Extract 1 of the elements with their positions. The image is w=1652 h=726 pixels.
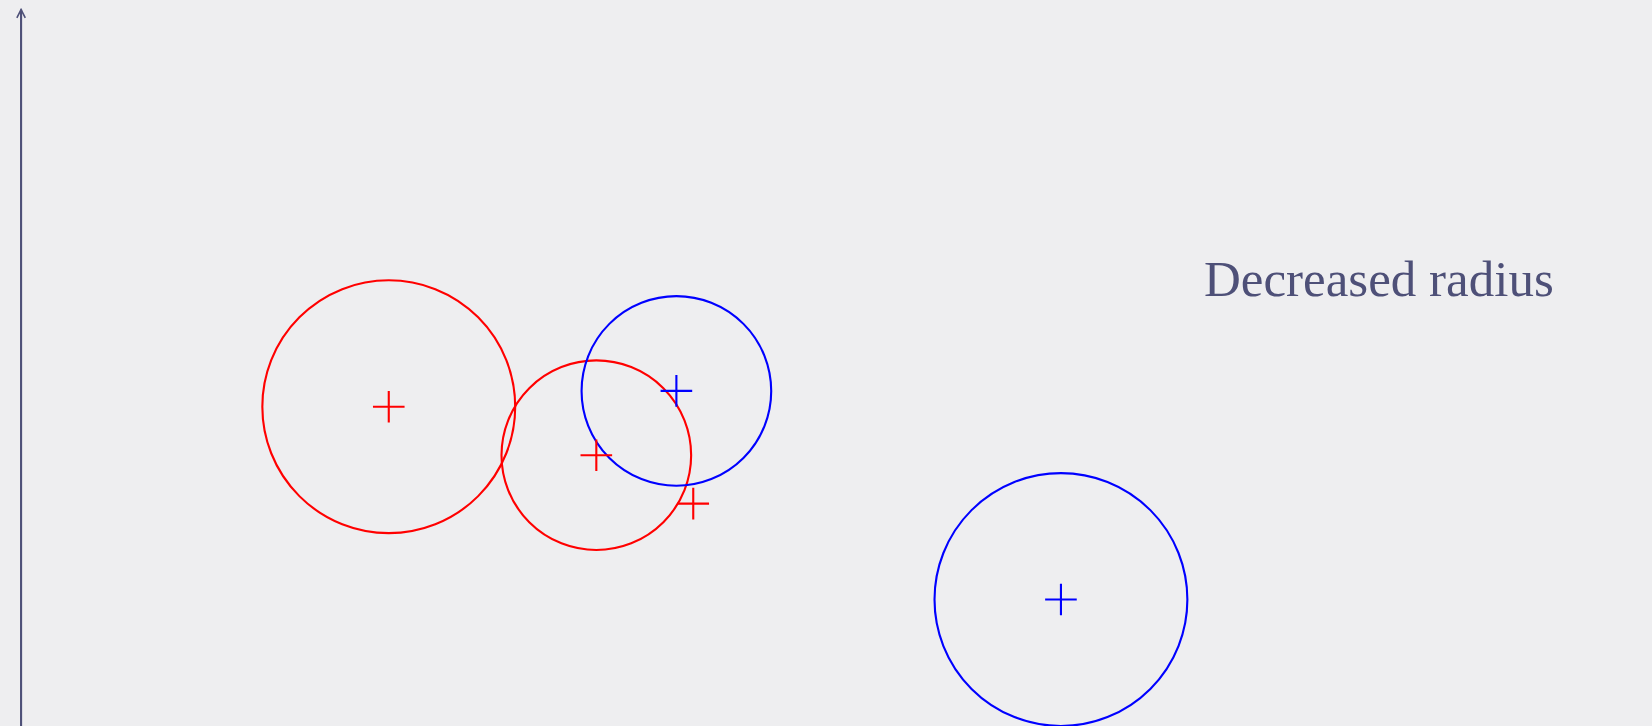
annotation-text: Decreased radius bbox=[1204, 250, 1554, 308]
